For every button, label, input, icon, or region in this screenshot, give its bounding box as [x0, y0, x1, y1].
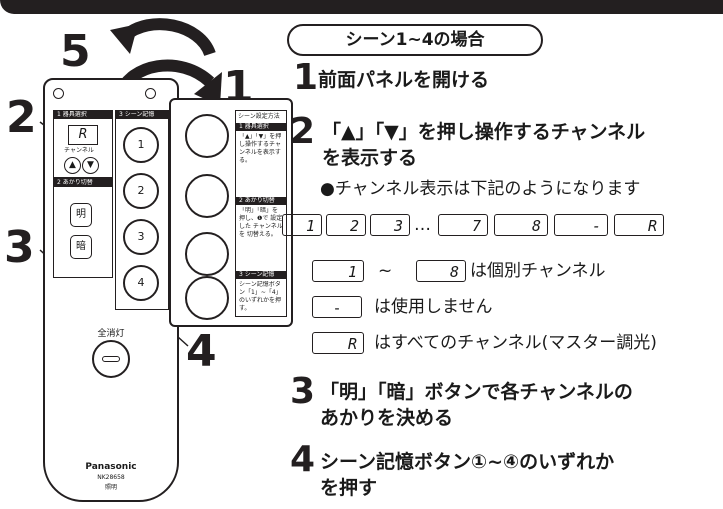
section1-title: 1 器具選択 — [54, 111, 112, 119]
lid-s1-text: 「▲」「▼」を押し操作するチャンネルを表示する。 — [239, 133, 282, 164]
channel-display: R — [68, 125, 98, 145]
section-light-switch: 2 あかり切替 明 暗 — [53, 178, 113, 278]
channel-display-dash: - — [554, 214, 608, 236]
section2-title: 2 あかり切替 — [54, 179, 112, 187]
lid-title: シーン設定方法 — [238, 113, 280, 120]
step2-text-line2: を表示する — [322, 147, 418, 169]
channel-display-8: 8 — [494, 214, 548, 236]
led-indicator — [53, 88, 64, 99]
step2-text-line1: 「▲」「▼」を押し操作するチャンネル — [322, 121, 646, 143]
all-off-label: 全消灯 — [97, 329, 125, 339]
all-off-button[interactable] — [92, 340, 130, 378]
bright-button[interactable]: 明 — [70, 203, 92, 227]
section-scene-memory: 3 シーン記憶 1 2 3 4 — [115, 110, 169, 310]
lid-s3-text: シーン記憶ボタン「1」~「4」のいずれかを押す。 — [239, 281, 282, 312]
lid-instruction-card: シーン設定方法 1 器具選択 「▲」「▼」を押し操作するチャンネルを表示する。 … — [235, 110, 287, 317]
legend1-text: は個別チャンネル — [470, 261, 606, 281]
legend1-from-display: 1 — [312, 260, 364, 282]
channel-display-all: R — [614, 214, 664, 236]
scene-button-4[interactable]: 4 — [123, 265, 159, 301]
scene-button-1[interactable]: 1 — [123, 127, 159, 163]
lid-s1-title: 1 器具選択 — [236, 123, 286, 131]
channel-up-button[interactable]: ▲ — [64, 157, 81, 174]
legend1-to-display: 8 — [416, 260, 466, 282]
step4-text-line2: を押す — [320, 477, 378, 499]
dark-button[interactable]: 暗 — [70, 235, 92, 259]
scene-header-pill: シーン1~4の場合 — [287, 24, 543, 56]
step4-text-line1: シーン記憶ボタン①~④のいずれか — [320, 451, 615, 473]
led-indicator-2 — [145, 88, 156, 99]
lid-button-hole-1 — [185, 114, 229, 158]
legend2-display: - — [312, 296, 362, 318]
step2-note: ●チャンネル表示は下記のようになります — [320, 179, 641, 199]
step3-text-line1: 「明」「暗」ボタンで各チャンネルの — [320, 381, 633, 403]
channel-display-3: 3 — [370, 214, 410, 236]
lid-s2-text: 「明」「暗」を押し、❶で 設定した チャンネルを 切替える。 — [239, 207, 283, 238]
section-device-select: 1 器具選択 R チャンネル ▲ ▼ — [53, 110, 113, 178]
lid-s3-title: 3 シーン記憶 — [236, 271, 286, 279]
front-panel-lid: シーン設定方法 1 器具選択 「▲」「▼」を押し操作するチャンネルを表示する。 … — [169, 98, 293, 327]
lid-button-hole-4 — [185, 276, 229, 320]
top-banner-bar — [0, 0, 723, 14]
legend3-display: R — [312, 332, 364, 354]
channel-display-7: 7 — [438, 214, 488, 236]
legend3-text: はすべてのチャンネル(マスター調光) — [374, 333, 657, 353]
step2-number: 2 — [290, 111, 316, 152]
ellipsis: … — [414, 215, 431, 235]
lid-s2-title: 2 あかり切替 — [236, 197, 286, 205]
brand-logo: Panasonic — [85, 462, 137, 472]
step-2-label: 2 — [6, 92, 37, 143]
model-sub: 照明 — [104, 484, 117, 491]
section3-title: 3 シーン記憶 — [116, 111, 168, 119]
channel-label: チャンネル — [64, 147, 94, 154]
legend2-text: は使用しません — [374, 297, 493, 317]
model-number: NK28658 — [97, 474, 125, 481]
step4-number: 4 — [290, 439, 316, 480]
legend1-tilde: ~ — [378, 261, 393, 281]
lid-button-hole-3 — [185, 232, 229, 276]
lid-button-hole-2 — [185, 174, 229, 218]
step1-text: 前面パネルを開ける — [318, 69, 490, 91]
channel-down-button[interactable]: ▼ — [82, 157, 99, 174]
step-4-label: 4 — [186, 326, 217, 377]
step3-number: 3 — [290, 371, 316, 412]
scene-button-2[interactable]: 2 — [123, 173, 159, 209]
step3-text-line2: あかりを決める — [320, 407, 454, 429]
remote-control: 1 器具選択 R チャンネル ▲ ▼ 2 あかり切替 明 暗 3 シーン記憶 1… — [43, 78, 179, 502]
minus-icon — [102, 356, 120, 362]
step-5-label: 5 — [60, 26, 91, 77]
step-3-label: 3 — [4, 222, 35, 273]
channel-display-1: 1 — [282, 214, 322, 236]
step1-number: 1 — [293, 57, 319, 98]
channel-display-2: 2 — [326, 214, 366, 236]
scene-button-3[interactable]: 3 — [123, 219, 159, 255]
